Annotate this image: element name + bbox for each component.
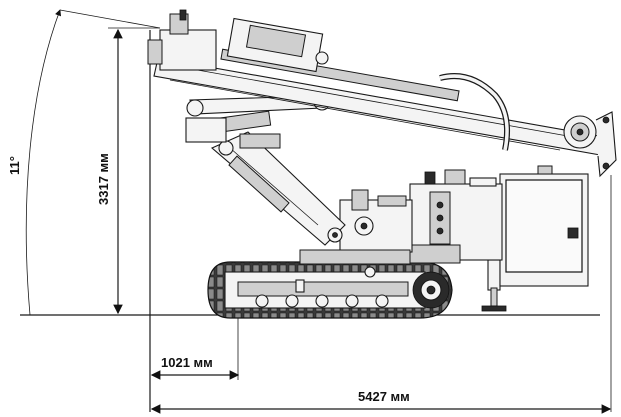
height-label: 3317 мм [96, 153, 111, 205]
front-offset-label: 1021 мм [161, 355, 213, 370]
rear-reel [563, 111, 617, 178]
angle-label: 11° [7, 156, 22, 175]
boom-arm [210, 131, 346, 246]
crawler-track [207, 261, 453, 319]
rear-jack [481, 259, 507, 312]
total-length-label: 5427 мм [358, 389, 410, 404]
front-guide [147, 9, 217, 71]
drill-rig [147, 9, 617, 319]
angle-arc [25, 9, 62, 316]
power-pack [399, 169, 503, 264]
turret [299, 189, 413, 278]
operator-cab [499, 165, 589, 287]
rotation-head [226, 17, 329, 73]
angle-ray [59, 9, 161, 29]
